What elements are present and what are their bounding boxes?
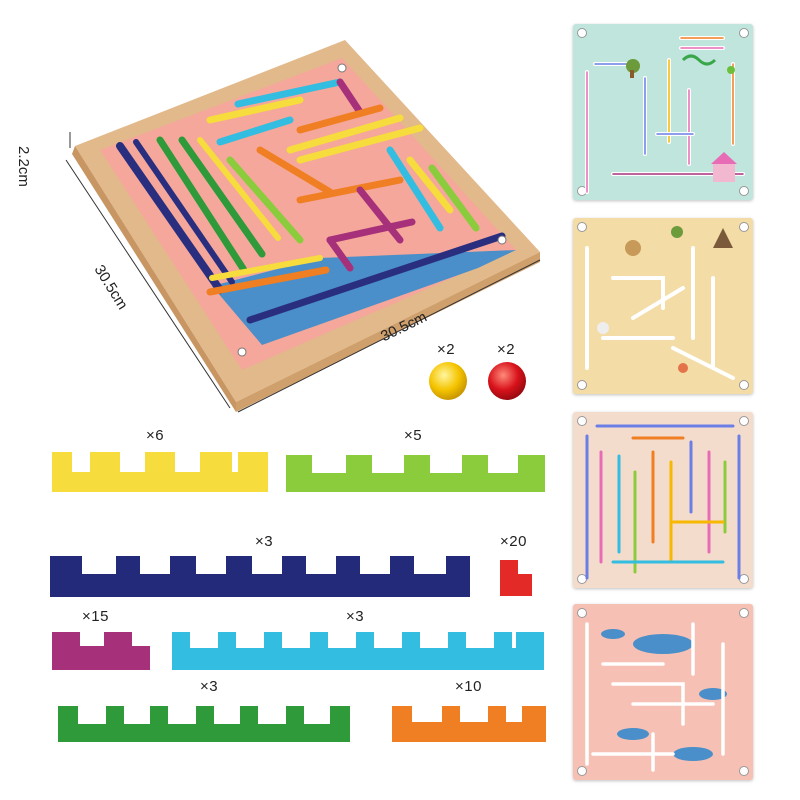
orange-wall-piece	[392, 706, 546, 742]
magenta-piece-qty: ×15	[82, 608, 109, 625]
magenta-connector-piece	[52, 632, 150, 670]
cyan-wall-piece	[172, 632, 544, 670]
lime-piece-qty: ×5	[404, 427, 423, 444]
green-piece-qty: ×3	[200, 678, 219, 695]
ocean-maze-card	[573, 604, 753, 780]
pirate-maze-card	[573, 218, 753, 394]
orange-piece-qty: ×10	[455, 678, 482, 695]
green-wall-piece	[58, 706, 350, 742]
red-connector-piece	[500, 560, 532, 596]
red-ball-qty: ×2	[497, 341, 516, 358]
navy-wall-piece	[50, 556, 470, 597]
lime-wall-piece	[286, 455, 545, 492]
forest-maze-card	[573, 24, 753, 200]
yellow-piece-qty: ×6	[146, 427, 165, 444]
yellow-ball-qty: ×2	[437, 341, 456, 358]
cyan-piece-qty: ×3	[346, 608, 365, 625]
navy-piece-qty: ×3	[255, 533, 274, 550]
red-piece-qty: ×20	[500, 533, 527, 550]
yellow-wall-piece	[52, 452, 268, 492]
lines-maze-card	[573, 412, 753, 588]
